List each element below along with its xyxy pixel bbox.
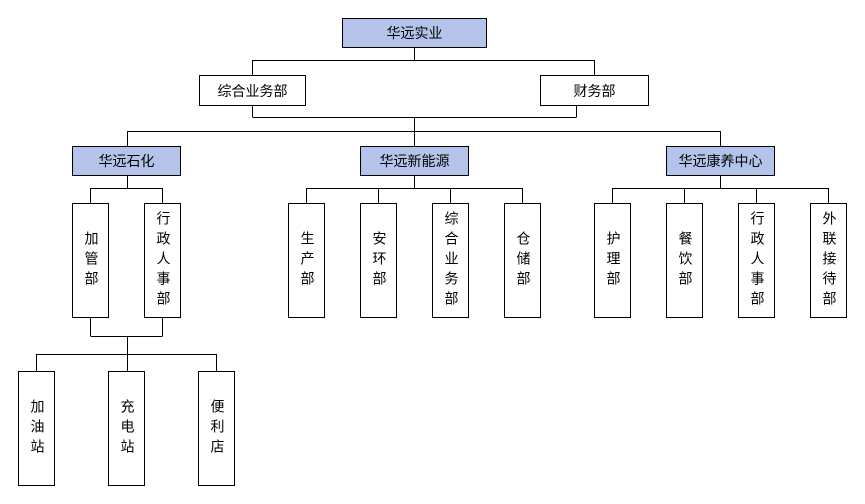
node-petro-management-dept: 加管部 — [72, 203, 109, 318]
node-label: 行政人事部 — [748, 210, 765, 311]
node-label: 安环部 — [370, 230, 387, 291]
node-division-care: 华远康养中心 — [666, 146, 775, 176]
node-division-energy: 华远新能源 — [360, 146, 469, 176]
node-charging-station: 充电站 — [108, 371, 145, 486]
node-label: 综合业务部 — [442, 210, 459, 311]
node-label: 加管部 — [82, 230, 99, 291]
node-care-catering-dept: 餐饮部 — [666, 203, 703, 318]
node-label: 外联接待部 — [820, 210, 837, 311]
node-finance-dept: 财务部 — [540, 75, 649, 106]
node-label: 仓储部 — [514, 230, 531, 291]
node-convenience-store: 便利店 — [198, 371, 235, 486]
node-petro-admin-hr-dept: 行政人事部 — [144, 203, 181, 318]
node-label: 餐饮部 — [676, 230, 693, 291]
node-energy-general-dept: 综合业务部 — [432, 203, 469, 318]
node-label: 充电站 — [118, 398, 135, 459]
node-gas-station: 加油站 — [18, 371, 55, 486]
node-care-reception-dept: 外联接待部 — [810, 203, 847, 318]
node-energy-warehouse-dept: 仓储部 — [504, 203, 541, 318]
node-label: 行政人事部 — [154, 210, 171, 311]
node-label: 加油站 — [28, 398, 45, 459]
node-label: 护理部 — [604, 230, 621, 291]
node-label: 便利店 — [208, 398, 225, 459]
node-energy-safety-env-dept: 安环部 — [360, 203, 397, 318]
node-care-admin-hr-dept: 行政人事部 — [738, 203, 775, 318]
node-root: 华远实业 — [342, 18, 487, 48]
node-care-nursing-dept: 护理部 — [594, 203, 631, 318]
node-energy-production-dept: 生产部 — [288, 203, 325, 318]
node-label: 生产部 — [298, 230, 315, 291]
node-division-petro: 华远石化 — [72, 146, 181, 176]
node-general-business-dept: 综合业务部 — [199, 75, 306, 106]
